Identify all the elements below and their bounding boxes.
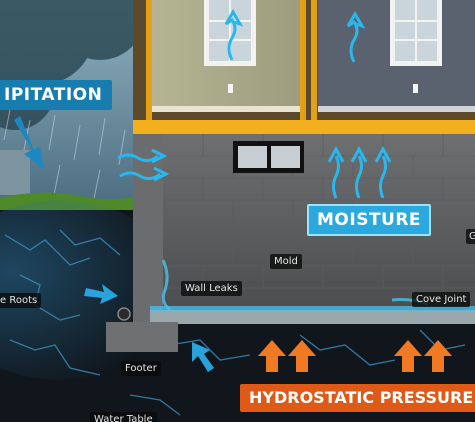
floor-water bbox=[150, 306, 475, 311]
seepage-arrow-icon bbox=[84, 284, 118, 304]
hydrostatic-pressure-label: HYDROSTATIC PRESSURE bbox=[240, 384, 475, 412]
pressure-arrow-icon bbox=[258, 340, 452, 372]
moisture-arrow-icon bbox=[224, 9, 244, 61]
moisture-label: MOISTURE bbox=[307, 204, 432, 236]
basement-window bbox=[233, 141, 304, 173]
outlet-left bbox=[228, 84, 233, 93]
floor-slab bbox=[150, 310, 475, 324]
water-table-callout: Water Table bbox=[90, 412, 157, 422]
precipitation-label: IPITATION bbox=[0, 80, 113, 110]
edge-callout-fragment: G bbox=[466, 229, 475, 244]
footer-callout: Footer bbox=[121, 361, 161, 376]
cove-joint-callout: Cove Joint bbox=[412, 292, 471, 307]
rain-arrow-icon bbox=[14, 116, 44, 170]
stud-left bbox=[146, 0, 152, 120]
rain-streaks bbox=[3, 109, 126, 199]
floor-line-right bbox=[318, 106, 475, 112]
foundation-wall-exterior bbox=[133, 134, 163, 322]
moisture-arrow-icon bbox=[346, 11, 366, 63]
outlet-right bbox=[413, 84, 418, 93]
window-upper-right bbox=[390, 0, 442, 66]
neighbor-house bbox=[0, 150, 30, 195]
air-flow-icon bbox=[117, 148, 170, 182]
wall-leaks-callout: Wall Leaks bbox=[181, 281, 242, 296]
floor-line-left bbox=[152, 106, 300, 112]
footer bbox=[106, 322, 178, 352]
seepage-arrow-icon bbox=[192, 342, 214, 372]
moisture-arrow-icon bbox=[327, 145, 392, 199]
roots-callout: e Roots bbox=[0, 293, 42, 308]
stud-mid-b bbox=[311, 0, 317, 120]
wall-seepage bbox=[161, 259, 171, 312]
drain-tile bbox=[117, 307, 131, 321]
mold-callout: Mold bbox=[270, 254, 302, 269]
stud-mid-a bbox=[300, 0, 306, 120]
floor-joist bbox=[133, 120, 475, 134]
